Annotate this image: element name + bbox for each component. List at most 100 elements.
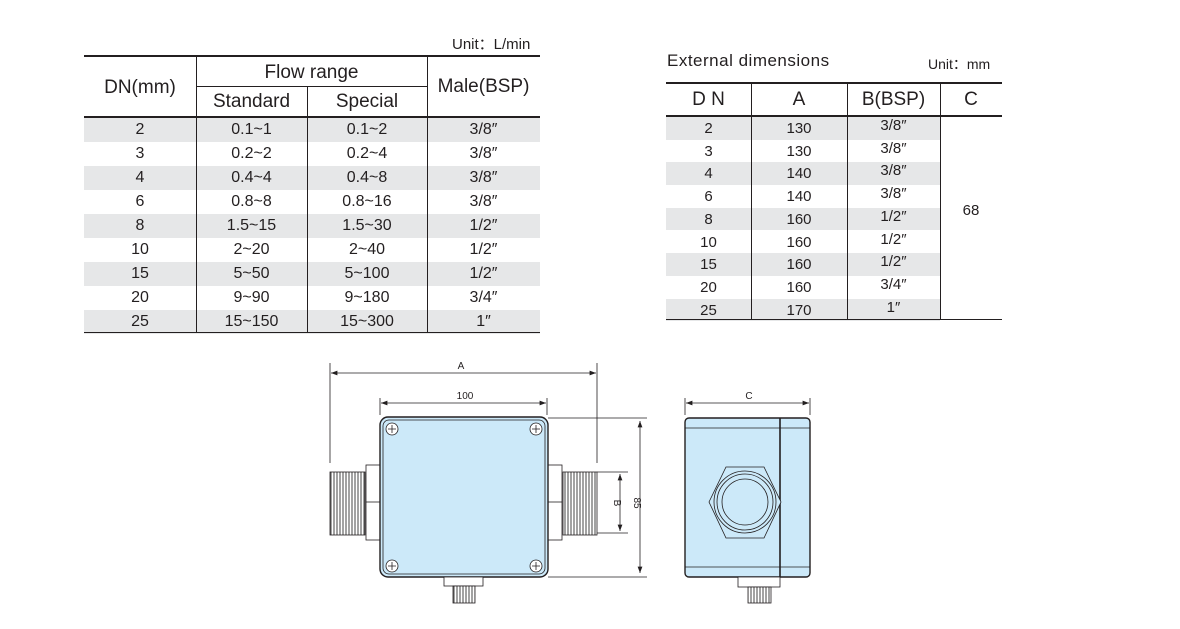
cell-male: 1/2″ [469,241,498,258]
header-standard: Standard [212,91,291,112]
cell-dn: 6 [704,188,713,206]
cell-special: 5~100 [344,265,390,282]
cell-standard: 2~20 [233,241,270,258]
table-row: 6 140 3/8″ [666,185,1002,208]
side-view [684,398,811,604]
cell-special: 15~300 [340,313,394,330]
header-b: B(BSP) [861,89,926,110]
cell-special: 1.5~30 [342,217,392,234]
cell-dn: 3 [135,145,145,162]
cell-dn: 15 [131,265,149,282]
cell-male: 3/8″ [469,121,498,138]
cell-male: 1/2″ [469,265,498,282]
cell-a: 130 [786,142,812,160]
cell-a: 160 [786,233,812,251]
cell-dn: 8 [135,217,145,234]
cell-standard: 5~50 [233,265,270,282]
cell-standard: 9~90 [233,289,270,306]
dim-table-title: External dimensions [667,51,830,70]
front-view [329,363,647,604]
cell-special: 9~180 [344,289,390,306]
cell-special: 0.4~8 [346,169,388,186]
table-row: 4 0.4~4 0.4~8 3/8″ [84,166,540,190]
cell-b: 1/2″ [880,253,907,271]
cell-dn: 10 [131,241,149,258]
screw-icon [529,422,543,436]
cell-b: 1/2″ [880,207,907,225]
cell-standard: 0.2~2 [231,145,272,162]
cell-male: 3/8″ [469,193,498,210]
divider [751,83,752,320]
cell-dn: 10 [700,233,717,251]
cell-b: 3/8″ [880,117,907,134]
header-c: C [964,89,978,110]
header-rule [84,116,540,118]
cell-special: 0.1~2 [346,121,388,138]
header-dn: D N [692,89,725,110]
cell-b: 3/8″ [880,162,907,180]
cell-standard: 1.5~15 [226,217,277,234]
cell-special: 0.8~16 [342,193,392,210]
row-shade [666,253,940,276]
cell-male: 3/8″ [469,145,498,162]
screw-icon [385,422,399,436]
divider [196,56,197,333]
cell-dn: 4 [135,169,145,186]
cell-a: 130 [786,120,812,137]
table-row: 2 130 3/8″ [666,117,1002,140]
dim-label-b: B [611,500,622,507]
cell-dn: 6 [135,193,145,210]
header-rule [666,115,1002,117]
divider [940,83,941,320]
dim-unit-label: Unit：mm [928,56,991,72]
cell-a: 140 [786,188,812,206]
flow-unit-label: Unit：L/min [452,36,531,53]
cell-standard: 15~150 [224,313,279,330]
cell-b: 3/8″ [880,185,907,203]
cell-b: 1″ [886,298,901,316]
cell-male: 1/2″ [469,217,498,234]
cell-standard: 0.4~4 [231,169,272,186]
header-dn: DN(mm) [104,77,176,98]
divider [196,86,427,87]
table-row: 20 9~90 9~180 3/4″ [84,286,540,310]
header-male: Male(BSP) [437,76,530,97]
c-value: 68 [962,202,980,219]
cell-dn: 20 [700,278,717,296]
table-row: 6 0.8~8 0.8~16 3/8″ [84,190,540,214]
cell-a: 140 [786,165,812,183]
dim-label-100: 100 [457,391,474,402]
table-top-rule [84,55,540,57]
divider [307,87,308,333]
cell-standard: 0.8~8 [231,193,272,210]
cell-dn: 20 [131,289,149,306]
cell-male: 3/4″ [469,289,498,306]
cell-male: 3/8″ [469,169,498,186]
table-bottom-rule [666,319,1002,320]
row-shade [666,207,940,231]
screw-icon [385,559,399,573]
cell-b: 3/4″ [880,275,907,293]
cell-dn: 2 [704,120,713,137]
header-flow-range: Flow range [264,62,359,83]
dim-label-a: A [458,361,465,372]
screw-icon [529,559,543,573]
header-a: A [792,89,806,110]
table-top-rule [666,82,1002,84]
header-special: Special [335,91,399,112]
cell-dn: 2 [135,121,145,138]
cell-a: 160 [786,278,812,296]
cell-male: 1″ [476,313,491,330]
divider [847,83,848,320]
